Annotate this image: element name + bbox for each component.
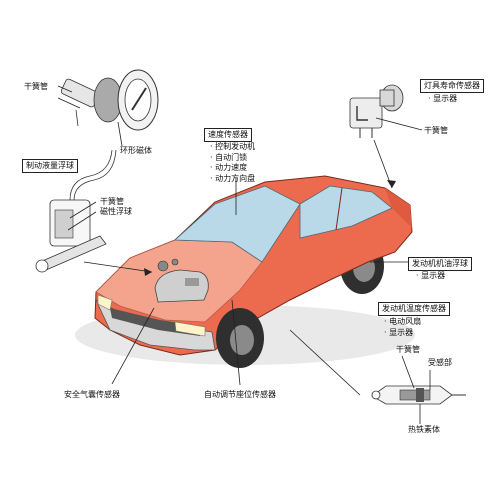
temp-item: 显示器 bbox=[384, 328, 421, 339]
title-level-float: 制动液量浮球 bbox=[22, 159, 78, 173]
leader-lines bbox=[57, 85, 431, 424]
label-temp-reed: 干簧管 bbox=[396, 345, 420, 354]
speed-item: 动力速度 bbox=[210, 163, 255, 174]
lamp-item: 显示器 bbox=[428, 94, 457, 105]
label-lamp-reed: 干簧管 bbox=[424, 126, 448, 135]
speed-item: 动力方向盘 bbox=[210, 174, 255, 185]
temp-item: 电动风扇 bbox=[384, 317, 421, 328]
label-magnet-float: 磁性浮球 bbox=[100, 207, 132, 216]
label-ring-magnet: 环形磁体 bbox=[120, 146, 152, 155]
car bbox=[75, 175, 415, 368]
title-speed-sensor: 速度传感器 bbox=[204, 128, 252, 142]
speed-sensor-list: 控制发动机 自动门锁 动力速度 动力方向盘 bbox=[210, 142, 255, 184]
lamp-life-device bbox=[349, 84, 404, 138]
engine-temp-list: 电动风扇 显示器 bbox=[384, 317, 421, 338]
speed-item: 控制发动机 bbox=[210, 142, 255, 153]
title-lamp-life: 灯具寿命传感器 bbox=[420, 79, 484, 93]
hood-sensor bbox=[157, 260, 169, 272]
speed-item: 自动门锁 bbox=[210, 153, 255, 164]
title-engine-temp: 发动机温度传感器 bbox=[378, 302, 450, 316]
arrow-head-float bbox=[144, 268, 152, 276]
lamp-life-list: 显示器 bbox=[428, 94, 457, 105]
temp-probe-device bbox=[371, 385, 466, 405]
arrow-head-lamp bbox=[387, 180, 396, 188]
title-oil-float: 发动机机油浮球 bbox=[408, 257, 472, 271]
label-ferrite: 热铁素体 bbox=[408, 425, 440, 434]
oil-item: 显示器 bbox=[416, 271, 445, 282]
label-reed-topleft: 干簧管 bbox=[24, 82, 48, 91]
label-sensing-part: 受感部 bbox=[428, 358, 452, 367]
oil-float-list: 显示器 bbox=[416, 271, 445, 282]
headlight bbox=[97, 294, 113, 311]
label-float-reed: 干簧管 bbox=[100, 197, 124, 206]
reed-switch-assembly bbox=[60, 69, 159, 131]
title-airbag: 安全气囊传感器 bbox=[64, 390, 120, 399]
title-seat: 自动调节座位传感器 bbox=[204, 390, 276, 399]
